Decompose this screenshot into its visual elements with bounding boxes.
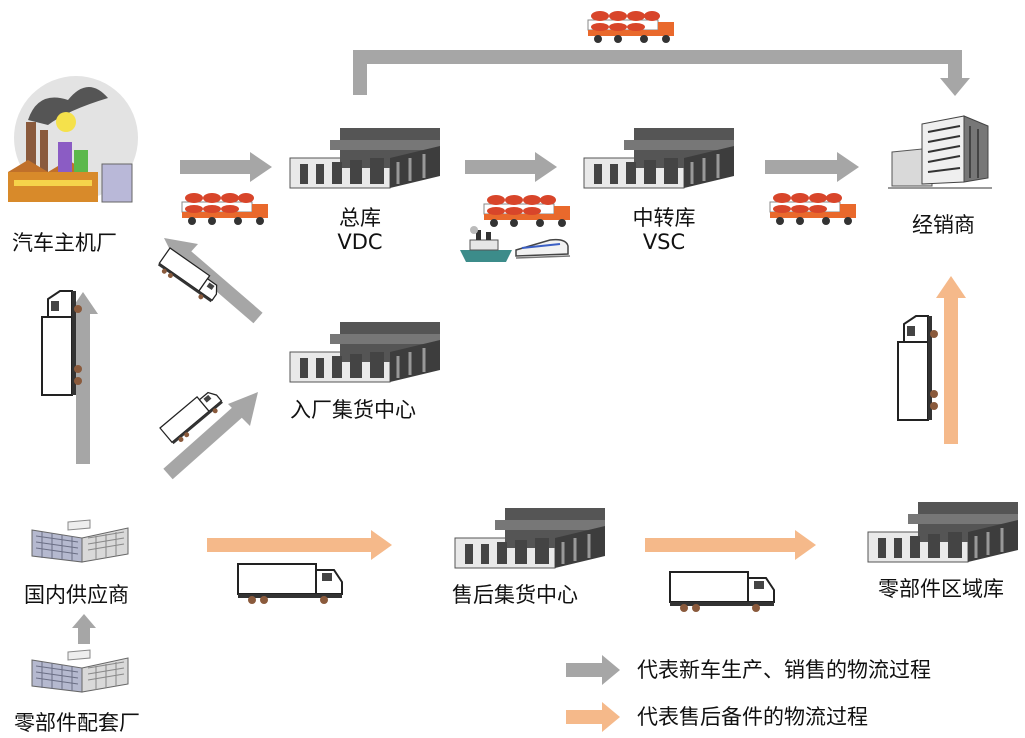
arrow-vsc-to-dealer [765,152,859,182]
arrow-supplier-to-inbound [163,392,258,480]
box-truck-icon [41,290,83,396]
domestic-supplier-label: 国内供应商 [24,583,129,607]
vdc-warehouse-icon [288,126,442,190]
ship-icon [460,226,512,262]
arrow-supplier-to-aftersales [207,530,392,560]
oem-label: 汽车主机厂 [12,231,117,255]
inbound-center-label: 入厂集货中心 [290,398,416,422]
domestic-supplier-building-icon [31,519,129,563]
car-carrier-truck-icon [769,192,857,226]
dealer-label: 经销商 [912,213,975,237]
parts-factory-building-icon [31,649,129,693]
vsc-label: 中转库 VSC [624,206,704,254]
factory-icon [8,76,138,203]
vdc-label: 总库 VDC [330,206,390,254]
arrow-inbound-to-oem [164,238,263,324]
arrow-parts-factory-to-supplier [72,614,96,644]
car-carrier-truck-icon [483,194,571,228]
vsc-code: VSC [642,230,686,254]
dealer-building-icon [888,115,992,189]
vdc-code: VDC [337,230,383,254]
aftersales-center-label: 售后集货中心 [452,583,578,607]
box-truck-icon [237,563,343,605]
regional-parts-warehouse-label: 零部件区域库 [878,577,1004,601]
legend-aftersales-text: 代表售后备件的物流过程 [637,705,868,729]
vdc-name: 总库 [339,206,381,230]
arrow-oem-to-vdc [180,152,272,182]
box-truck-icon [669,571,775,613]
vsc-warehouse-icon [582,126,736,190]
arrow-vdc-to-dealer-top [353,50,970,96]
box-truck-icon [897,315,939,421]
vsc-name: 中转库 [632,206,696,230]
car-carrier-truck-icon [587,10,675,44]
train-icon [515,238,571,259]
arrow-regional-to-dealer [936,276,966,444]
legend-peach-arrow [566,702,620,732]
legend-gray-arrow [566,655,620,685]
parts-factory-label: 零部件配套厂 [14,711,140,735]
arrow-aftersales-to-regional [645,530,816,560]
car-carrier-truck-icon [181,192,269,226]
regional-warehouse-icon [866,500,1020,564]
aftersales-center-warehouse-icon [453,506,607,570]
arrow-vdc-to-vsc [465,152,557,182]
inbound-center-warehouse-icon [288,320,442,384]
legend-new-car-text: 代表新车生产、销售的物流过程 [637,658,931,682]
